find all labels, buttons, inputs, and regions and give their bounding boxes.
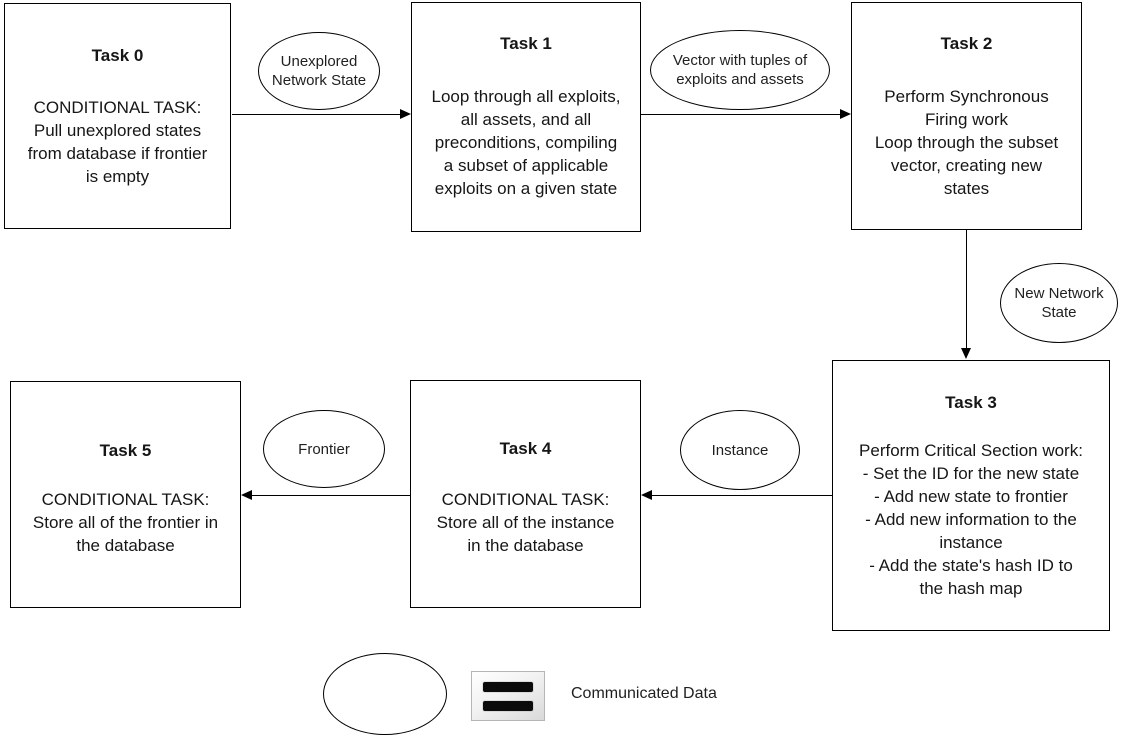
arrow-task2-task3-line — [966, 230, 967, 349]
task-0-body: CONDITIONAL TASK: Pull unexplored states… — [27, 98, 208, 186]
connector-ellipse-instance: Instance — [680, 410, 800, 490]
connector-ellipse-unexplored-network-state: Unexplored Network State — [258, 32, 380, 110]
arrow-task0-task1-line — [232, 114, 401, 115]
task-2-title: Task 2 — [940, 34, 993, 53]
equals-icon — [471, 671, 545, 721]
arrow-task4-task5-line — [252, 495, 410, 496]
equals-bar-top — [483, 681, 533, 692]
task-1-body: Loop through all exploits, all assets, a… — [431, 87, 621, 198]
connector-ellipse-new-network-state: New Network State — [1000, 263, 1118, 343]
task-4-box: Task 4 CONDITIONAL TASK: Store all of th… — [410, 380, 641, 608]
legend-ellipse-shape — [323, 653, 447, 735]
task-2-box: Task 2 Perform Synchronous Firing work L… — [851, 2, 1082, 230]
task-4-body: CONDITIONAL TASK: Store all of the insta… — [436, 490, 615, 555]
equals-bar-bottom — [483, 700, 533, 711]
arrow-task4-task5-head-icon — [241, 490, 252, 500]
task-4-title: Task 4 — [499, 439, 552, 458]
legend-label: Communicated Data — [571, 685, 717, 702]
task-0-title: Task 0 — [91, 46, 144, 65]
arrow-task1-task2-line — [641, 114, 841, 115]
task-5-body: CONDITIONAL TASK: Store all of the front… — [32, 490, 219, 555]
arrow-task3-task4-line — [652, 495, 832, 496]
task-3-body: Perform Critical Section work: - Set the… — [859, 441, 1083, 598]
connector-ellipse-frontier: Frontier — [263, 410, 385, 488]
task-1-box: Task 1 Loop through all exploits, all as… — [411, 2, 641, 232]
arrow-task2-task3-head-icon — [961, 348, 971, 359]
task-5-title: Task 5 — [99, 441, 152, 460]
task-2-body: Perform Synchronous Firing work Loop thr… — [874, 87, 1059, 198]
connector-ellipse-vector-tuples: Vector with tuples of exploits and asset… — [650, 30, 830, 110]
arrow-task1-task2-head-icon — [840, 109, 851, 119]
task-3-box: Task 3 Perform Critical Section work: - … — [832, 360, 1110, 631]
arrow-task0-task1-head-icon — [400, 109, 411, 119]
task-1-title: Task 1 — [500, 34, 552, 53]
task-3-title: Task 3 — [945, 393, 997, 412]
task-0-box: Task 0 CONDITIONAL TASK: Pull unexplored… — [4, 3, 231, 229]
task-5-box: Task 5 CONDITIONAL TASK: Store all of th… — [10, 381, 241, 608]
arrow-task3-task4-head-icon — [641, 490, 652, 500]
